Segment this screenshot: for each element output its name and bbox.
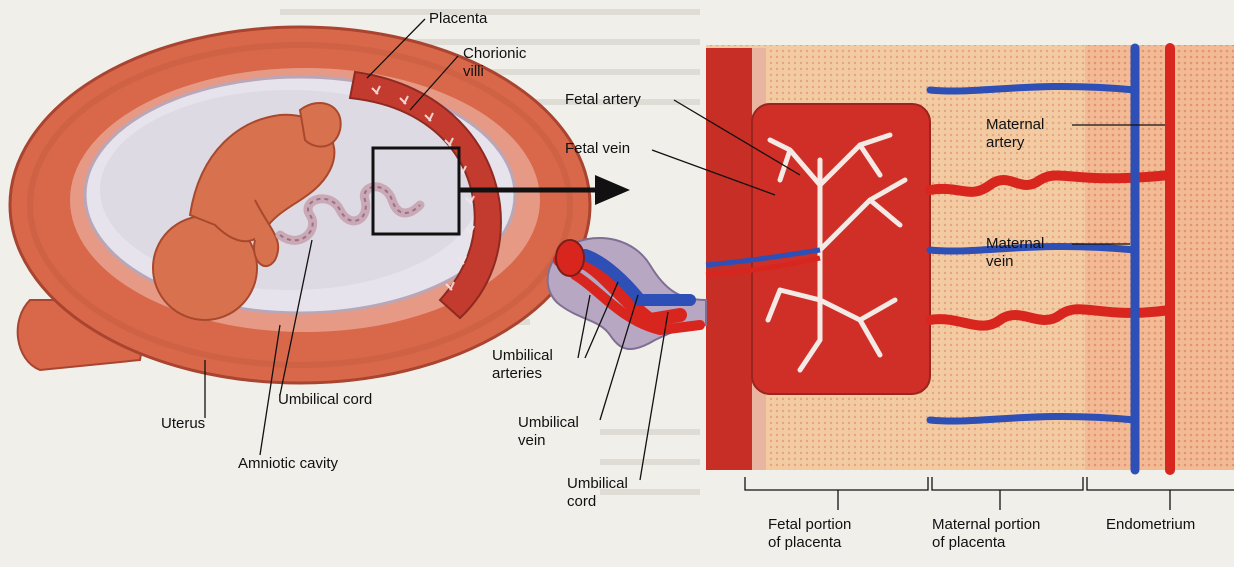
label-umbilical-cord-detail-line1: Umbilical [567, 475, 657, 493]
uterus-illustration [10, 19, 590, 455]
label-maternal-portion-line2: of placenta [932, 534, 1092, 552]
endometrium-band [1085, 45, 1234, 470]
label-chorionic-villi-line1: Chorionic [463, 45, 553, 63]
label-uterus: Uterus [161, 415, 205, 433]
label-fetal-portion-line1: Fetal portion [768, 516, 908, 534]
label-umbilical-arteries: Umbilical arteries [492, 347, 582, 383]
label-chorionic-villi: Chorionic villi [463, 45, 553, 81]
label-fetal-vein: Fetal vein [565, 140, 630, 158]
label-umbilical-cord-detail-line2: cord [567, 493, 657, 511]
label-umbilical-arteries-line2: arteries [492, 365, 582, 383]
label-maternal-artery: Maternal artery [986, 116, 1076, 152]
label-endometrium: Endometrium [1106, 516, 1195, 534]
label-maternal-vein-line1: Maternal [986, 235, 1076, 253]
label-umbilical-arteries-line1: Umbilical [492, 347, 582, 365]
label-maternal-vein-line2: vein [986, 253, 1076, 271]
label-umbilical-vein-line1: Umbilical [518, 414, 608, 432]
label-maternal-artery-line1: Maternal [986, 116, 1076, 134]
label-umbilical-vein-line2: vein [518, 432, 608, 450]
placenta-detail [548, 45, 1234, 510]
label-maternal-vein: Maternal vein [986, 235, 1076, 271]
label-chorionic-villi-line2: villi [463, 63, 553, 81]
label-maternal-artery-line2: artery [986, 134, 1076, 152]
label-maternal-portion-line1: Maternal portion [932, 516, 1092, 534]
label-fetal-artery: Fetal artery [565, 91, 641, 109]
label-umbilical-cord: Umbilical cord [278, 391, 372, 409]
region-brackets [745, 477, 1234, 510]
label-placenta: Placenta [429, 10, 487, 28]
label-umbilical-cord-detail: Umbilical cord [567, 475, 657, 511]
label-fetal-portion-line2: of placenta [768, 534, 908, 552]
label-amniotic-cavity: Amniotic cavity [238, 455, 338, 473]
label-umbilical-vein: Umbilical vein [518, 414, 608, 450]
label-maternal-portion: Maternal portion of placenta [932, 516, 1092, 552]
label-fetal-portion: Fetal portion of placenta [768, 516, 908, 552]
